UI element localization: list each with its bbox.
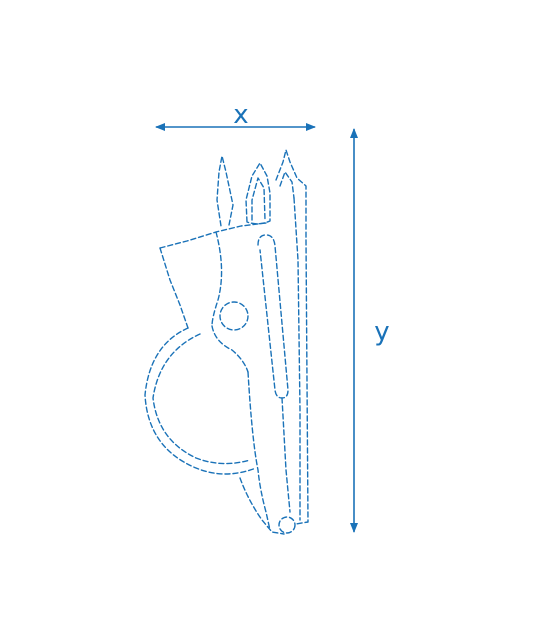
height-dimension: y [350,128,390,533]
middle-prong-outline [245,162,271,225]
middle-prong-inner-outline [251,177,266,221]
disk-outer-outline [144,327,257,475]
hub-bridge-outline [211,231,223,327]
angled-plate-outline [159,247,189,329]
width-label: x [233,100,248,130]
slot-bar-outline [257,234,289,399]
disk-inner-outline [152,333,251,465]
right-prong-inner-outline [279,171,295,199]
left-prong-outline [216,155,234,227]
tool-outline-icon [144,149,309,535]
lower-jaw-outline [239,477,285,535]
pivot-circle-outline [219,301,249,331]
bottom-pivot-outline [278,516,296,534]
lower-handle-outline [281,397,291,513]
height-label: y [374,317,389,347]
right-prong-outline [275,149,307,241]
right-edge-outline [295,239,309,525]
handle-left-outline [247,371,271,531]
pivot-arm-outline [211,325,249,373]
upper-blade-outline [159,222,267,249]
right-inner-edge-outline [293,197,301,521]
width-dimension: x [155,100,316,131]
